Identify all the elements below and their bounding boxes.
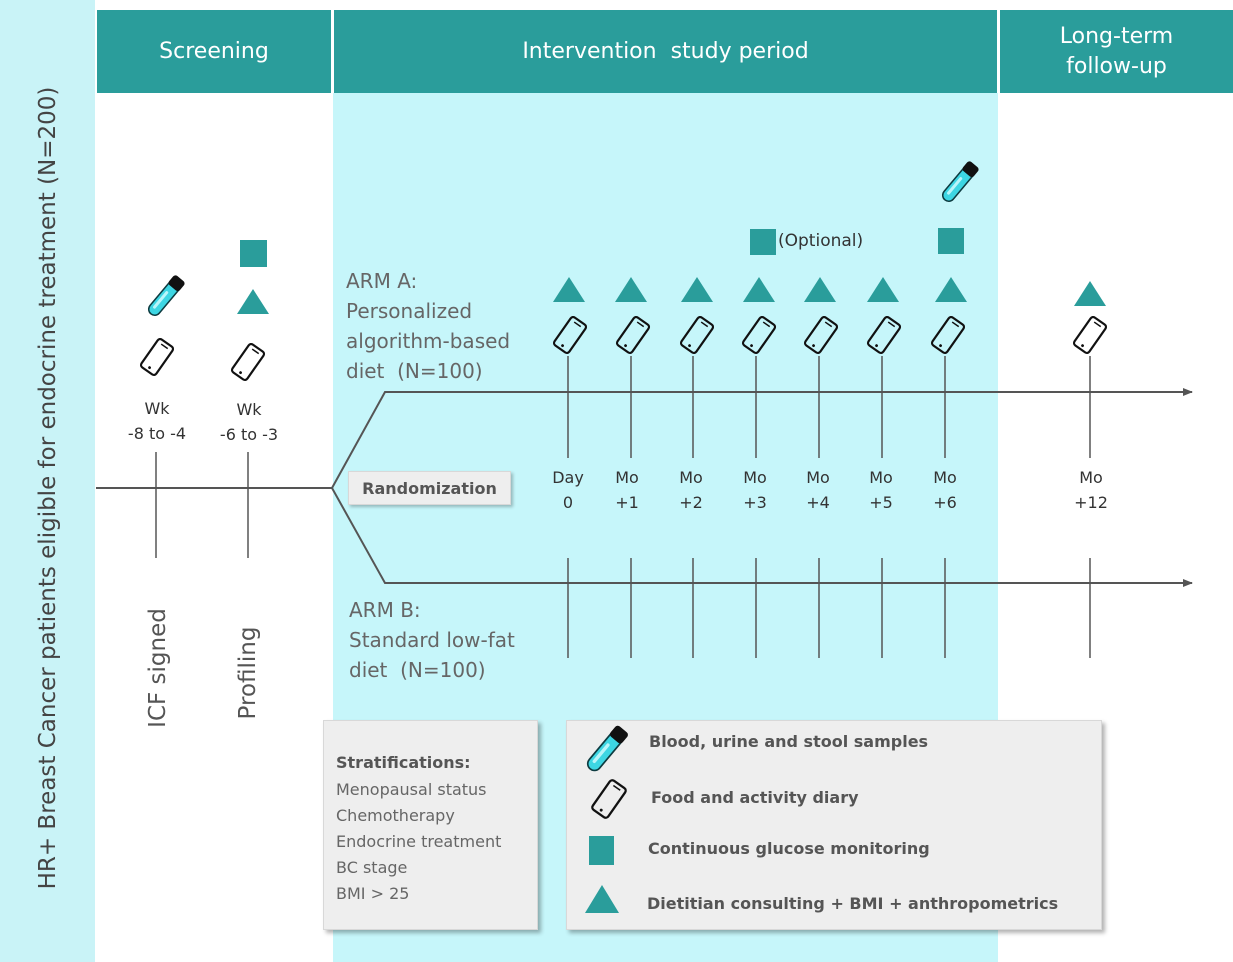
timepoint-line2: +5 bbox=[869, 493, 893, 512]
arm-a-line3: algorithm-based bbox=[346, 329, 511, 353]
dietitian-triangle-icon bbox=[237, 289, 269, 314]
arm-a-line2: Personalized bbox=[346, 299, 473, 323]
timepoint-label: Mo +2 bbox=[661, 465, 721, 515]
eligibility-band bbox=[0, 0, 95, 962]
screening-week-1: Wk -8 to -4 bbox=[117, 396, 197, 446]
screening-week-2-line1: Wk bbox=[236, 400, 262, 419]
timepoint-line1: Mo bbox=[1079, 468, 1103, 487]
timepoint-label: Day 0 bbox=[538, 465, 598, 515]
header-followup-line2: follow-up bbox=[1066, 53, 1167, 79]
list-item: BC stage bbox=[336, 858, 408, 877]
screening-week-1-line1: Wk bbox=[144, 399, 170, 418]
timepoint-line1: Mo bbox=[679, 468, 703, 487]
arm-b-line2: Standard low-fat bbox=[349, 628, 515, 652]
header-intervention-label: Intervention study period bbox=[522, 38, 809, 64]
optional-label: (Optional) bbox=[778, 231, 864, 251]
timepoint-line1: Mo bbox=[743, 468, 767, 487]
legend-box: Blood, urine and stool samples Food and … bbox=[566, 720, 1102, 930]
timepoint-label: Mo +6 bbox=[915, 465, 975, 515]
list-item: Menopausal status bbox=[336, 780, 487, 799]
timepoint-line2: +1 bbox=[615, 493, 639, 512]
header-followup-line1: Long-term bbox=[1059, 23, 1174, 49]
timepoint-line1: Mo bbox=[615, 468, 639, 487]
timepoint-line2: +3 bbox=[743, 493, 767, 512]
randomization-box: Randomization bbox=[348, 471, 511, 505]
header-screening: Screening bbox=[97, 10, 331, 93]
legend-samples-label: Blood, urine and stool samples bbox=[649, 732, 929, 751]
diary-phone-icon bbox=[138, 336, 176, 378]
timepoint-line1: Mo bbox=[933, 468, 957, 487]
header-intervention: Intervention study period bbox=[334, 10, 997, 93]
arm-a-line4: diet (N=100) bbox=[346, 359, 483, 383]
arm-b-label: ARM B: Standard low-fat diet (N=100) bbox=[349, 595, 539, 685]
header-screening-label: Screening bbox=[159, 38, 269, 64]
screening-week-2-line2: -6 to -3 bbox=[219, 425, 279, 444]
randomization-label: Randomization bbox=[362, 478, 497, 498]
list-item: Chemotherapy bbox=[336, 806, 455, 825]
diary-phone-icon bbox=[229, 341, 267, 383]
timepoint-line2: +12 bbox=[1074, 493, 1108, 512]
arm-a-line1: ARM A: bbox=[346, 269, 418, 293]
timepoint-label: Mo +4 bbox=[788, 465, 848, 515]
timepoint-line2: +4 bbox=[806, 493, 830, 512]
dietitian-triangle-icon bbox=[1074, 281, 1106, 306]
arm-b-line1: ARM B: bbox=[349, 598, 421, 622]
arm-a-label: ARM A: Personalized algorithm-based diet… bbox=[346, 266, 536, 386]
glucose-monitor-icon bbox=[240, 240, 267, 267]
eligibility-label: HR+ Breast Cancer patients eligible for … bbox=[35, 86, 61, 890]
timepoint-line1: Day bbox=[552, 468, 584, 487]
timepoint-label: Mo +12 bbox=[1061, 465, 1121, 515]
icf-signed-label: ICF signed bbox=[145, 608, 171, 728]
timepoint-label: Mo +3 bbox=[725, 465, 785, 515]
stratifications-title: Stratifications: bbox=[336, 753, 471, 772]
timepoint-label: Mo +1 bbox=[597, 465, 657, 515]
arm-b-line3: diet (N=100) bbox=[349, 658, 486, 682]
timepoint-label: Mo +5 bbox=[851, 465, 911, 515]
screening-week-1-line2: -8 to -4 bbox=[127, 424, 187, 443]
screening-week-2: Wk -6 to -3 bbox=[209, 397, 289, 447]
timepoint-line2: +6 bbox=[933, 493, 957, 512]
list-item: BMI > 25 bbox=[336, 884, 410, 903]
legend-diary-label: Food and activity diary bbox=[651, 788, 859, 807]
timepoint-line1: Mo bbox=[806, 468, 830, 487]
diary-phone-icon bbox=[1071, 314, 1109, 356]
timepoint-line2: 0 bbox=[562, 493, 574, 512]
timepoint-line1: Mo bbox=[869, 468, 893, 487]
profiling-label: Profiling bbox=[235, 626, 261, 720]
header-followup: Long-term follow-up bbox=[1000, 10, 1233, 93]
stratifications-list: Menopausal status Chemotherapy Endocrine… bbox=[336, 777, 501, 907]
list-item: Endocrine treatment bbox=[336, 832, 502, 851]
legend-dietitian-label: Dietitian consulting + BMI + anthropomet… bbox=[647, 894, 1059, 913]
stratifications-box: Stratifications: Menopausal status Chemo… bbox=[323, 720, 538, 930]
legend-glucose-label: Continuous glucose monitoring bbox=[648, 839, 930, 858]
sample-tube-icon bbox=[144, 273, 187, 320]
timepoint-line2: +2 bbox=[679, 493, 703, 512]
